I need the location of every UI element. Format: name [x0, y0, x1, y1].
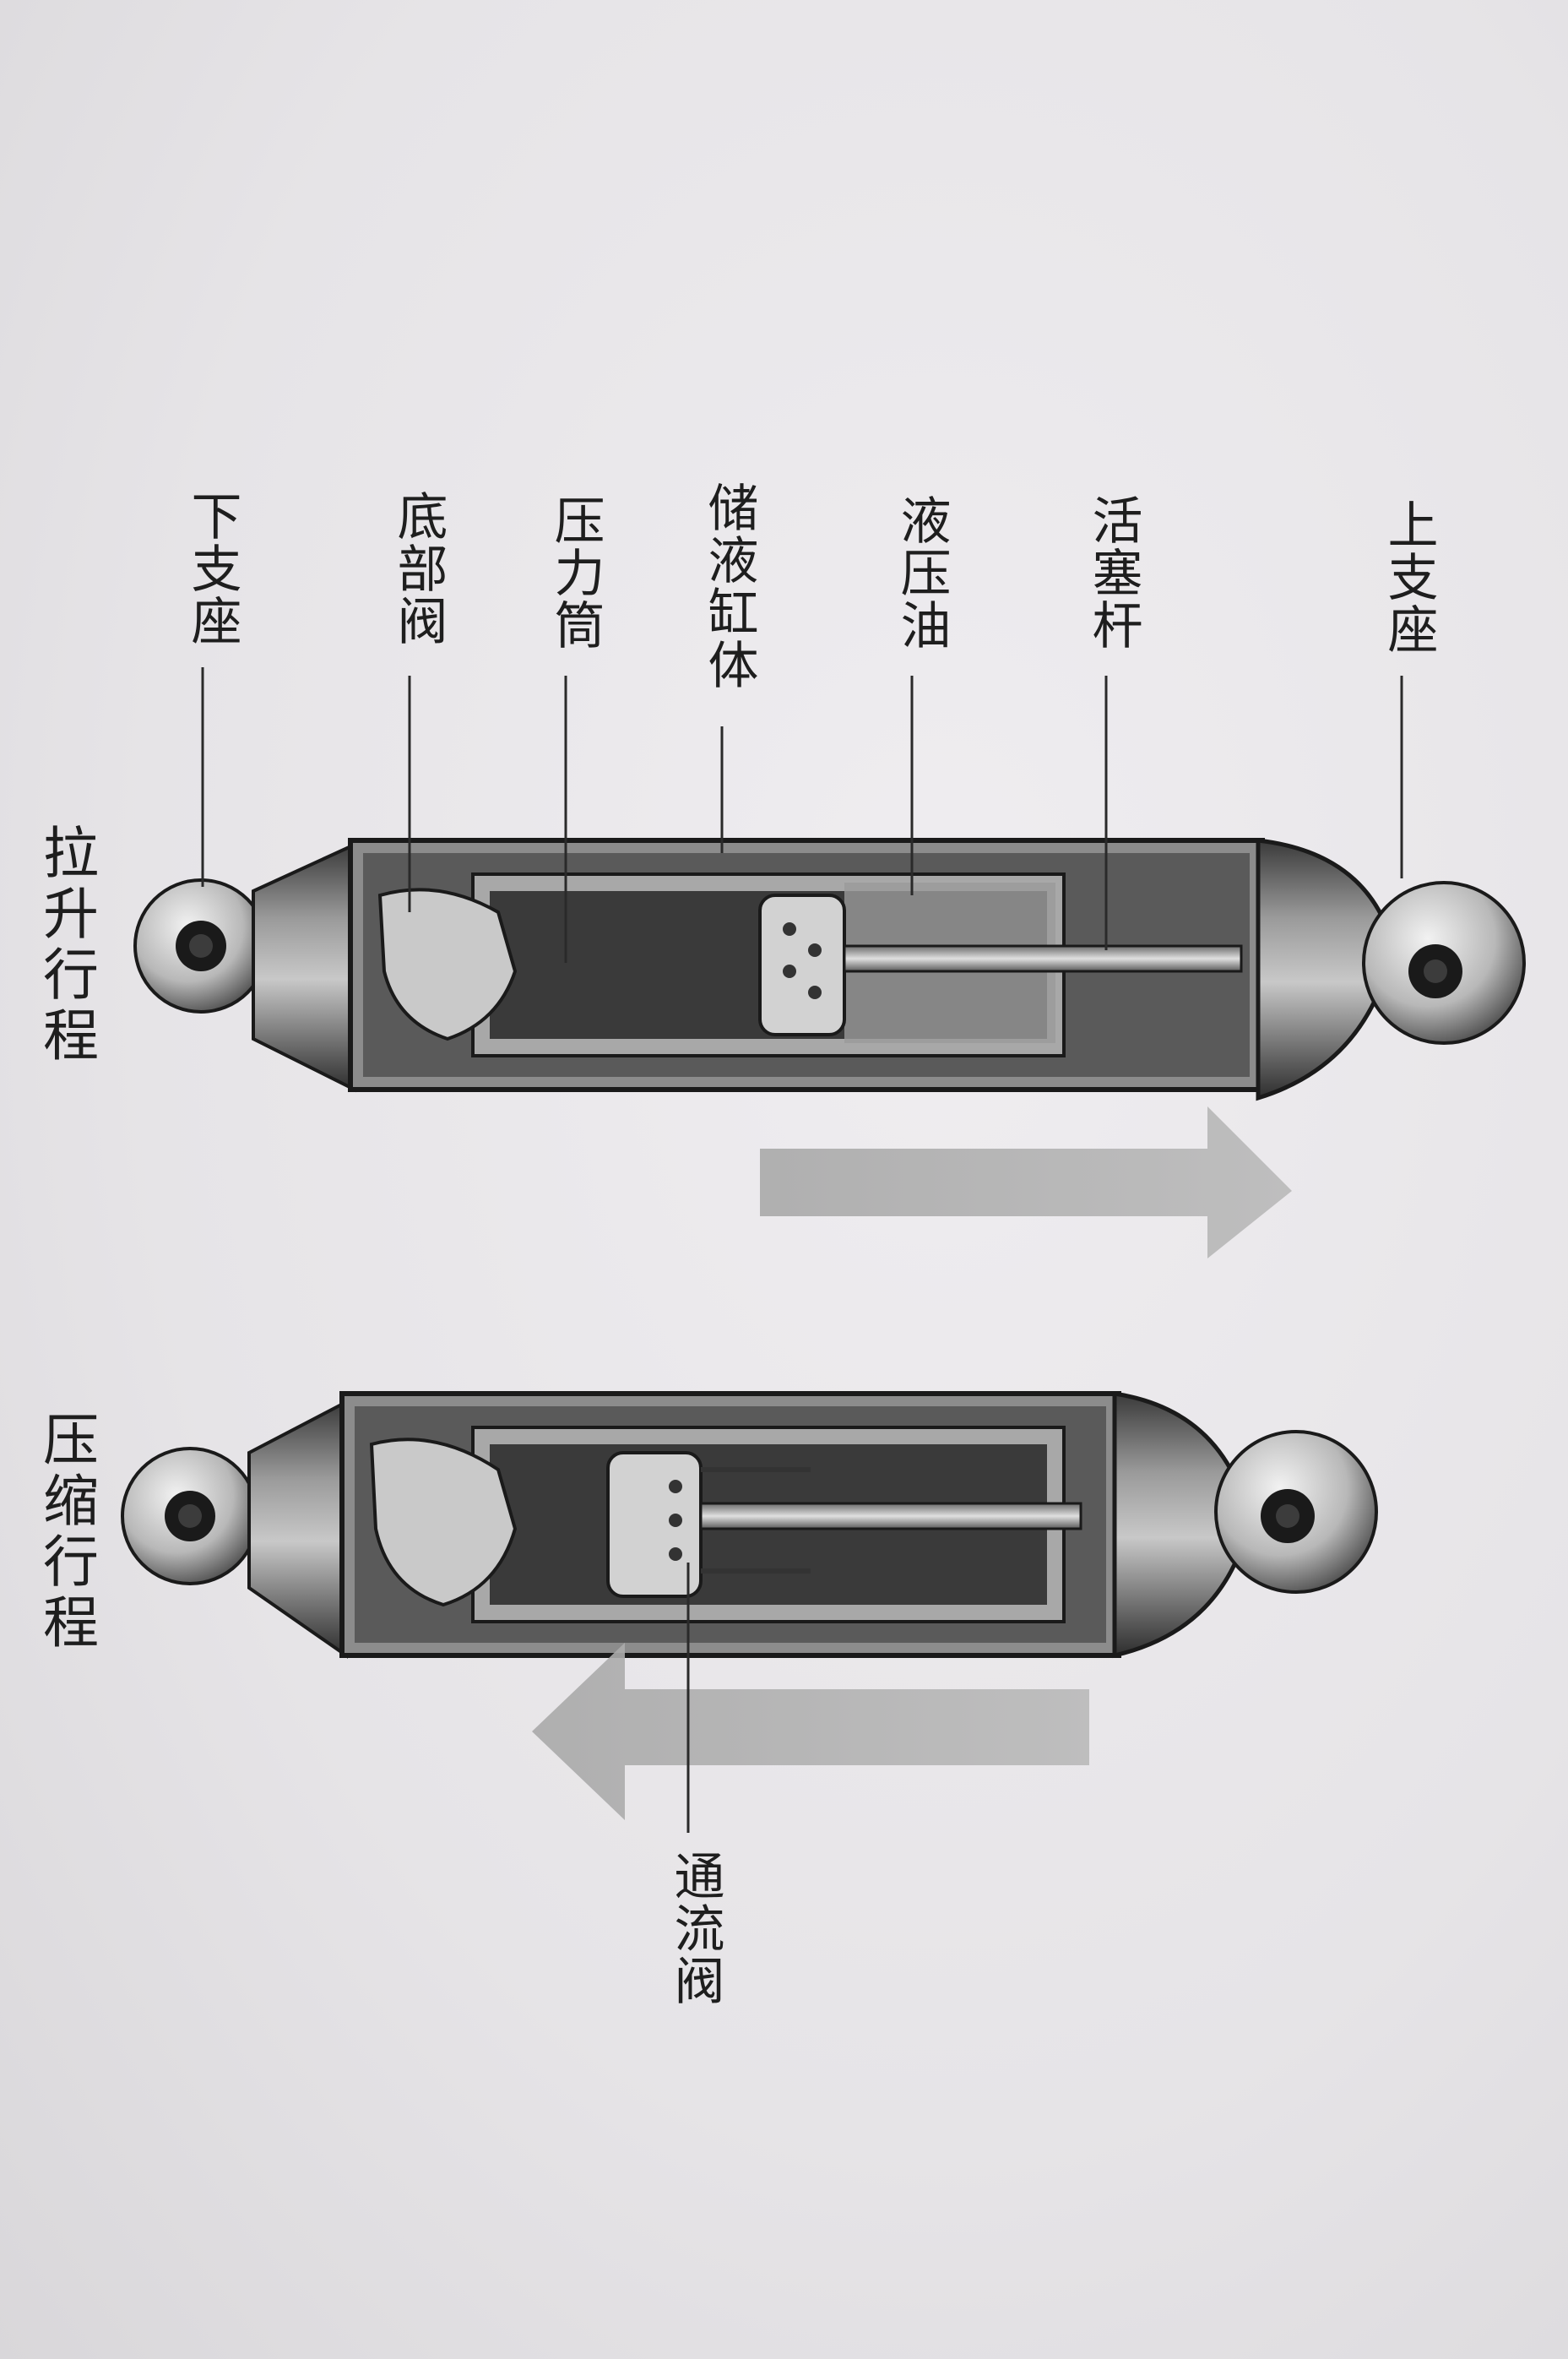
label-base-valve: 底部阀: [388, 490, 448, 647]
compression-shock-absorber: [121, 1391, 1378, 1820]
label-lower-mount: 下支座: [182, 490, 241, 647]
extension-direction-arrow: [760, 1106, 1292, 1258]
label-flow-valve: 通流阀: [665, 1850, 724, 2007]
label-hydraulic-oil: 液压油: [892, 494, 951, 651]
leader-lines: [201, 667, 1403, 1833]
compression-direction-arrow: [532, 1643, 1089, 1820]
extension-shock-absorber: [133, 838, 1526, 1258]
label-upper-mount: 上支座: [1379, 498, 1438, 655]
caption-extension-stroke: 拉升行程: [34, 823, 99, 1067]
label-piston-rod: 活塞杆: [1083, 494, 1142, 651]
caption-compression-stroke: 压缩行程: [34, 1411, 99, 1654]
label-reservoir-cylinder: 储液缸体: [699, 481, 758, 691]
label-pressure-tube: 压力筒: [545, 494, 605, 651]
